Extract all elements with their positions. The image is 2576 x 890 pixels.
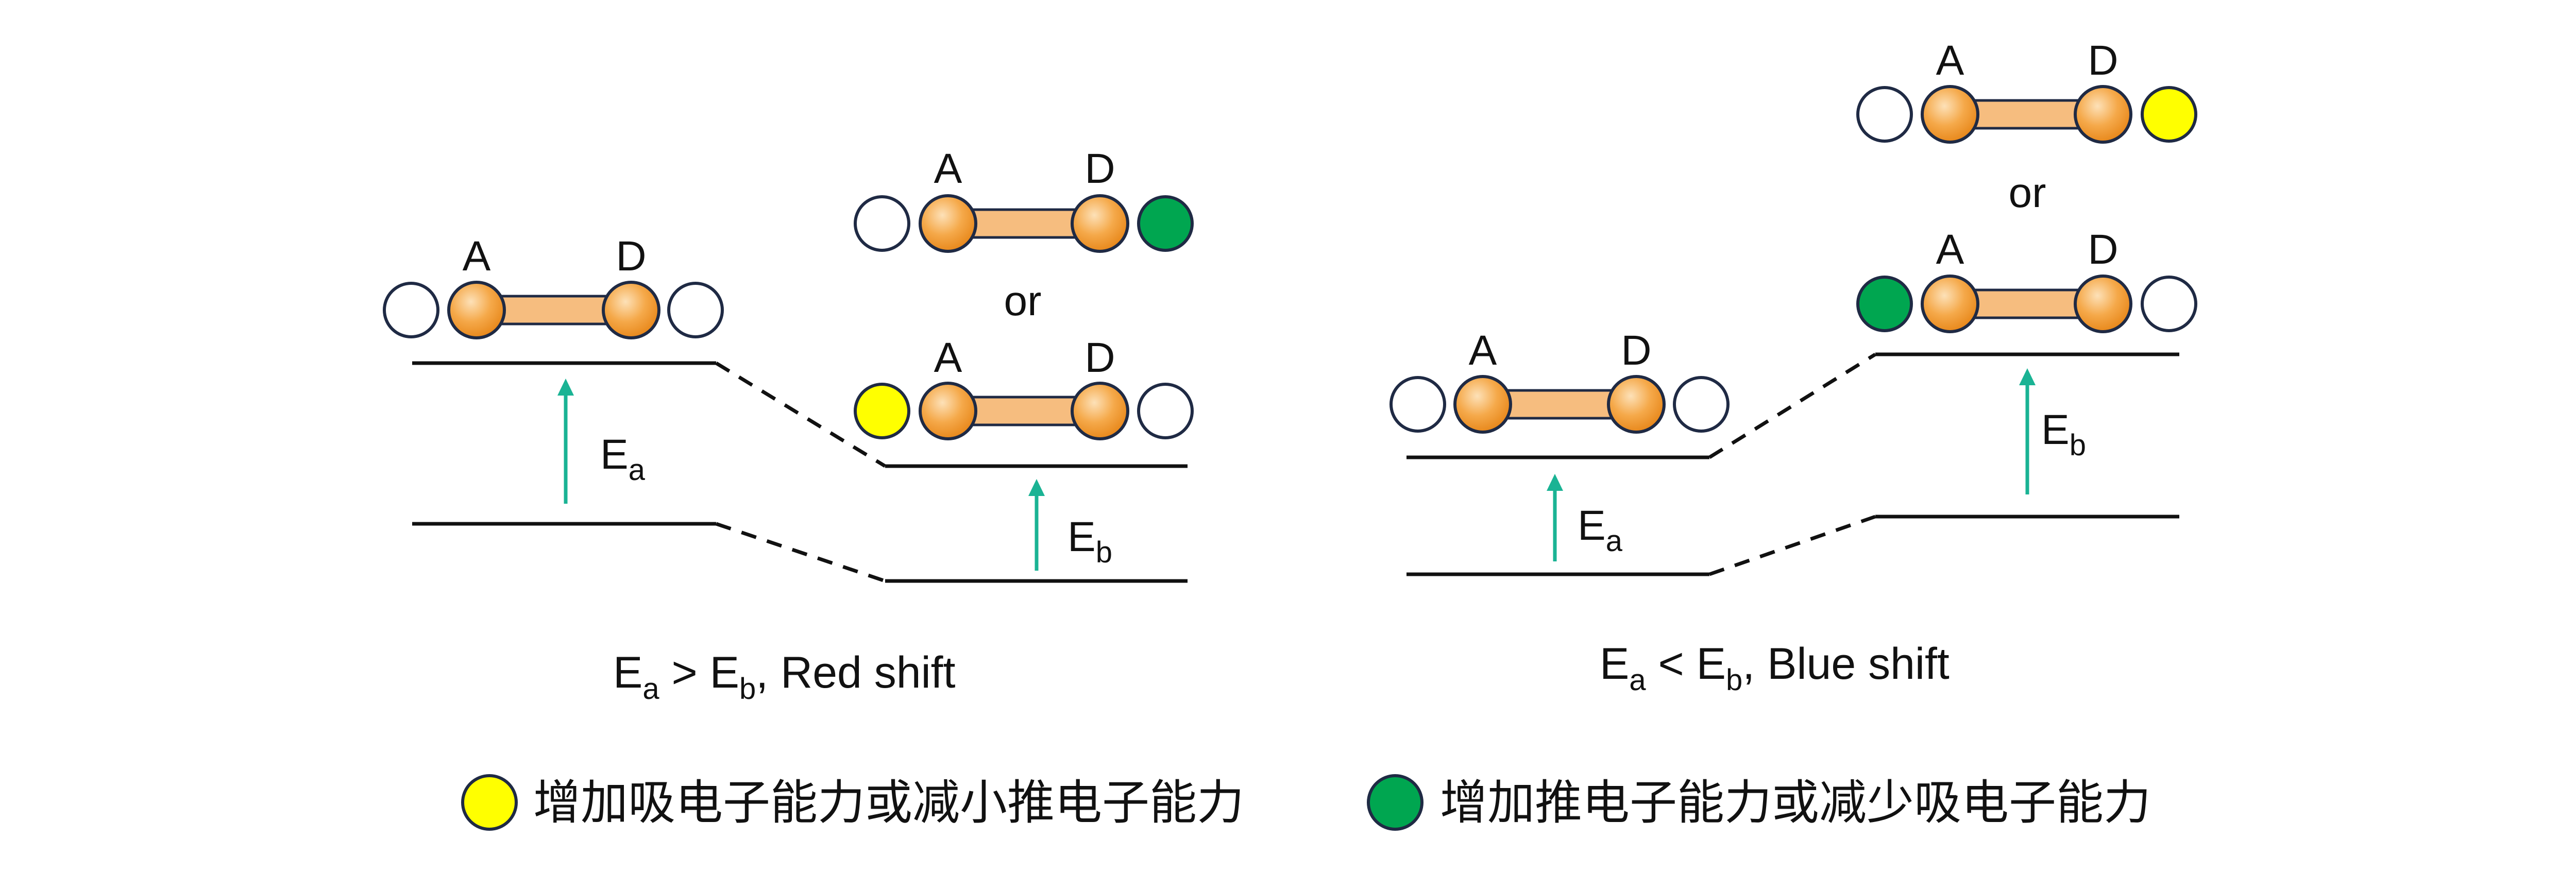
acceptor-ball bbox=[919, 194, 977, 253]
molecule-base-left: A D bbox=[383, 233, 724, 339]
empty-site-circle bbox=[667, 282, 724, 338]
donor-ball bbox=[2074, 85, 2132, 144]
gap-arrow-a bbox=[557, 379, 574, 504]
donor-label: D bbox=[616, 233, 646, 280]
molecule-variant-green-acceptor: A D bbox=[1856, 226, 2197, 333]
gap-arrow-b bbox=[1028, 479, 1045, 571]
connector-lower bbox=[1708, 515, 1876, 576]
acceptor-ball bbox=[919, 382, 977, 440]
red-shift-panel: Ea Eb A D A D or bbox=[383, 145, 1194, 706]
donor-label: D bbox=[1621, 327, 1651, 374]
connector-lower bbox=[715, 522, 886, 583]
donor-ball bbox=[1607, 375, 1666, 434]
yellow-site-circle bbox=[461, 774, 518, 831]
gap-label-a: Ea bbox=[600, 431, 646, 487]
gap-label-b: Eb bbox=[1067, 514, 1112, 569]
donor-label: D bbox=[2088, 226, 2118, 273]
legend-item-yellow: 增加吸电子能力或减小推电子能力 bbox=[461, 774, 1244, 831]
acceptor-ball bbox=[1921, 85, 1979, 144]
red-shift-caption: Ea > Eb, Red shift bbox=[613, 648, 956, 706]
empty-site-circle bbox=[854, 195, 910, 252]
green-site-circle bbox=[1367, 774, 1423, 831]
empty-site-circle bbox=[1137, 383, 1194, 439]
molecule-variant-yellow-acceptor: A D bbox=[854, 334, 1194, 440]
acceptor-label: A bbox=[934, 145, 962, 192]
legend-text-yellow: 增加吸电子能力或减小推电子能力 bbox=[533, 775, 1244, 830]
acceptor-label: A bbox=[1936, 37, 1964, 84]
yellow-site-circle bbox=[2141, 86, 2197, 143]
acceptor-label: A bbox=[1469, 327, 1497, 374]
empty-site-circle bbox=[1673, 376, 1730, 433]
empty-site-circle bbox=[383, 282, 439, 338]
gap-label-a: Ea bbox=[1578, 502, 1623, 558]
connector-upper bbox=[715, 362, 886, 468]
yellow-site-circle bbox=[854, 383, 910, 439]
gap-arrow-a bbox=[1547, 474, 1563, 561]
acceptor-ball bbox=[1453, 375, 1512, 434]
acceptor-label: A bbox=[934, 334, 962, 381]
legend-text-green: 增加推电子能力或减少吸电子能力 bbox=[1440, 775, 2151, 830]
acceptor-label: A bbox=[1936, 226, 1964, 273]
acceptor-ball bbox=[447, 281, 506, 339]
green-site-circle bbox=[1856, 276, 1913, 332]
molecule-variant-yellow-donor: A D bbox=[1856, 37, 2197, 144]
legend: 增加吸电子能力或减小推电子能力 增加推电子能力或减少吸电子能力 bbox=[461, 774, 2151, 831]
connector-upper bbox=[1708, 353, 1876, 459]
donor-label: D bbox=[1084, 145, 1115, 192]
blue-shift-panel: Ea Eb A D A D or bbox=[1389, 37, 2197, 697]
donor-label: D bbox=[2088, 37, 2118, 84]
donor-ball bbox=[1071, 382, 1129, 440]
donor-ball bbox=[1071, 194, 1129, 253]
gap-arrow-b bbox=[2019, 368, 2036, 494]
legend-item-green: 增加推电子能力或减少吸电子能力 bbox=[1367, 774, 2151, 831]
empty-site-circle bbox=[1856, 86, 1913, 143]
molecule-variant-green-donor: A D bbox=[854, 145, 1194, 253]
empty-site-circle bbox=[2141, 276, 2197, 332]
green-site-circle bbox=[1137, 195, 1194, 252]
empty-site-circle bbox=[1389, 376, 1446, 433]
donor-ball bbox=[602, 281, 660, 339]
gap-label-b: Eb bbox=[2041, 406, 2086, 462]
molecule-base-left: A D bbox=[1389, 327, 1730, 434]
blue-shift-caption: Ea < Eb, Blue shift bbox=[1600, 639, 1950, 697]
acceptor-label: A bbox=[463, 233, 491, 280]
donor-label: D bbox=[1084, 334, 1115, 381]
or-label: or bbox=[2009, 169, 2046, 216]
or-label: or bbox=[1004, 278, 1042, 324]
donor-ball bbox=[2074, 275, 2132, 333]
acceptor-ball bbox=[1921, 275, 1979, 333]
